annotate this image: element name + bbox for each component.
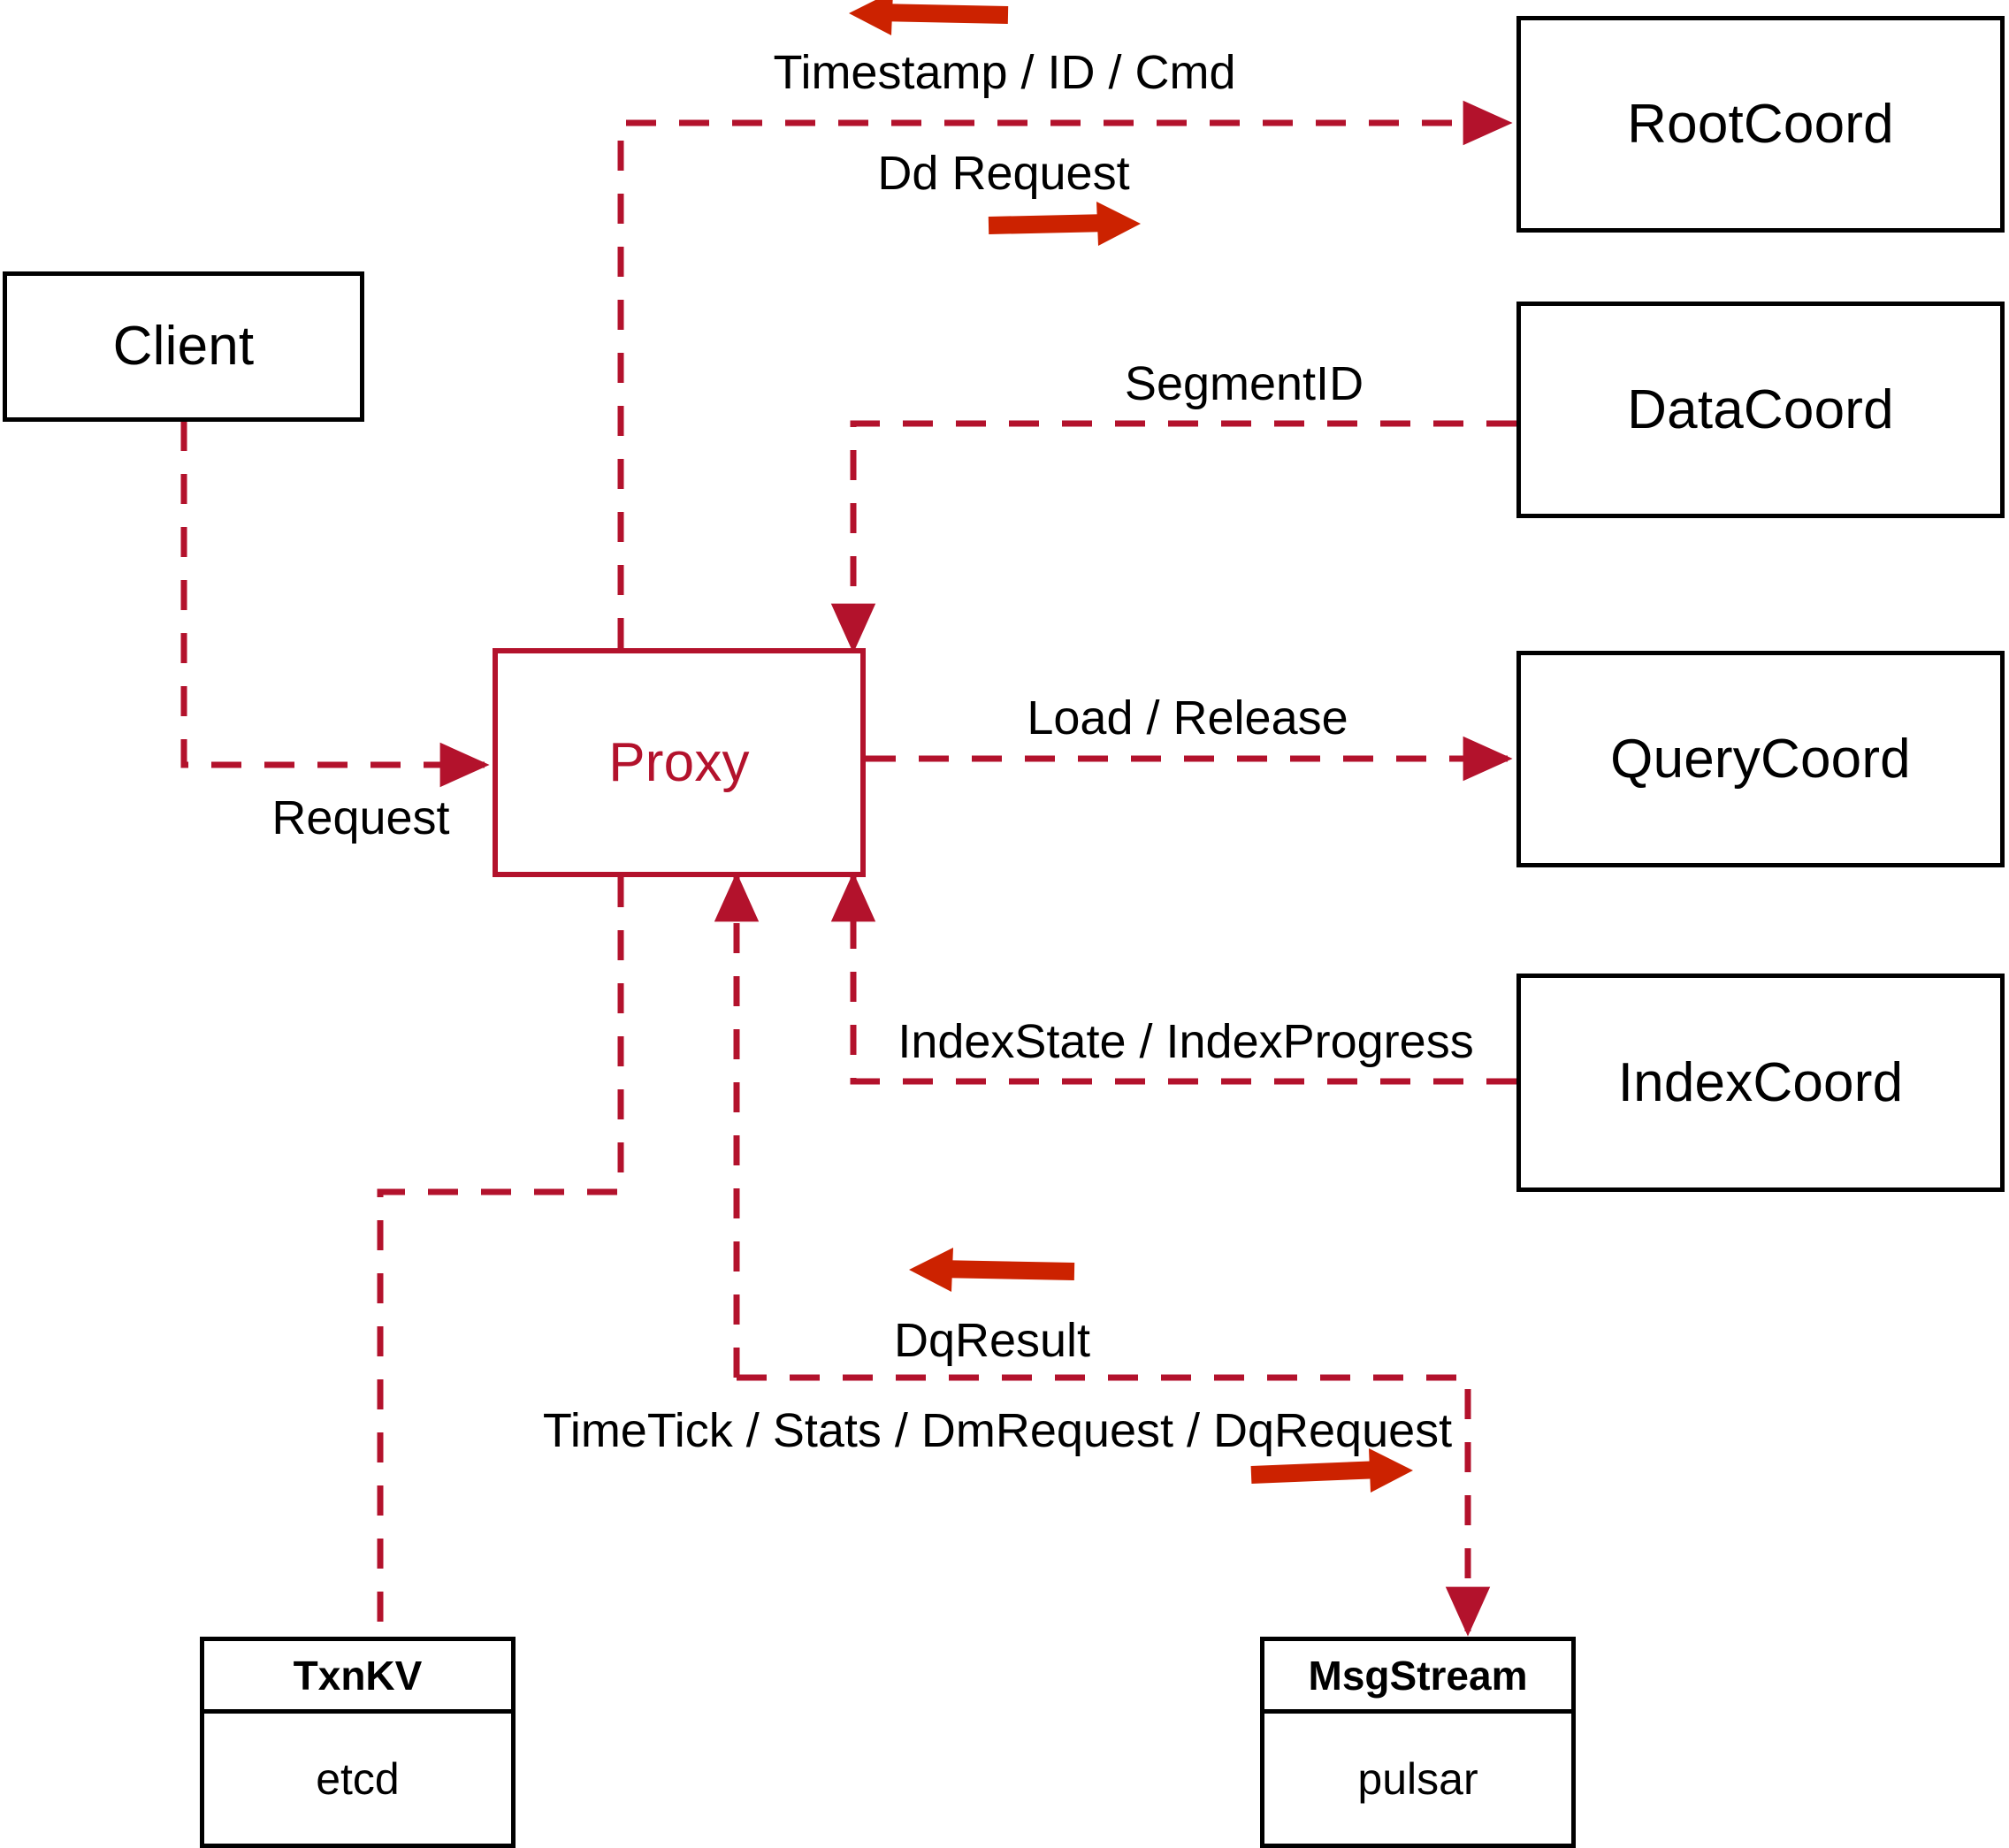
annotation-arrow-dqresult (909, 1248, 1075, 1292)
wire-datacoord-to-proxy (830, 420, 1516, 653)
node-proxy[interactable]: Proxy (493, 648, 866, 877)
edge-label-indexstate-indexprogress: IndexState / IndexProgress (898, 1015, 1474, 1068)
wire-client-to-proxy (180, 421, 490, 788)
node-datacoord-label: DataCoord (1627, 378, 1894, 440)
node-querycoord-label: QueryCoord (1610, 728, 1911, 790)
node-client[interactable]: Client (3, 271, 364, 422)
annotation-arrow-dd-request (988, 202, 1141, 246)
edge-label-timetick-stats-dmrequest-dqrequest: TimeTick / Stats / DmRequest / DqRequest (542, 1404, 1453, 1457)
node-indexcoord-label: IndexCoord (1617, 1051, 1904, 1113)
node-querycoord[interactable]: QueryCoord (1516, 651, 2005, 867)
node-rootcoord[interactable]: RootCoord (1516, 16, 2005, 233)
edge-label-request: Request (271, 791, 450, 844)
node-client-label: Client (112, 316, 255, 377)
store-txnkv-title: TxnKV (204, 1641, 511, 1714)
edge-label-load-release: Load / Release (1027, 691, 1348, 745)
store-txnkv-impl: etcd (316, 1753, 400, 1804)
node-indexcoord[interactable]: IndexCoord (1516, 974, 2005, 1192)
store-msgstream[interactable]: MsgStream pulsar (1260, 1637, 1576, 1848)
node-datacoord[interactable]: DataCoord (1516, 302, 2005, 518)
store-msgstream-title: MsgStream (1264, 1641, 1571, 1714)
edge-label-timestamp-id-cmd: Timestamp / ID / Cmd (773, 46, 1236, 99)
node-proxy-label: Proxy (608, 731, 750, 793)
store-msgstream-impl: pulsar (1357, 1753, 1478, 1804)
store-txnkv[interactable]: TxnKV etcd (200, 1637, 516, 1848)
wire-proxy-to-txnkv (377, 877, 624, 1637)
edge-label-dqresult: DqResult (893, 1314, 1091, 1367)
node-rootcoord-label: RootCoord (1627, 93, 1894, 155)
wire-proxy-to-rootcoord (617, 100, 1513, 648)
edge-label-dd-request: Dd Request (877, 147, 1130, 200)
edge-label-segmentid: SegmentID (1124, 357, 1364, 410)
annotation-arrow-timestamp (849, 0, 1009, 35)
